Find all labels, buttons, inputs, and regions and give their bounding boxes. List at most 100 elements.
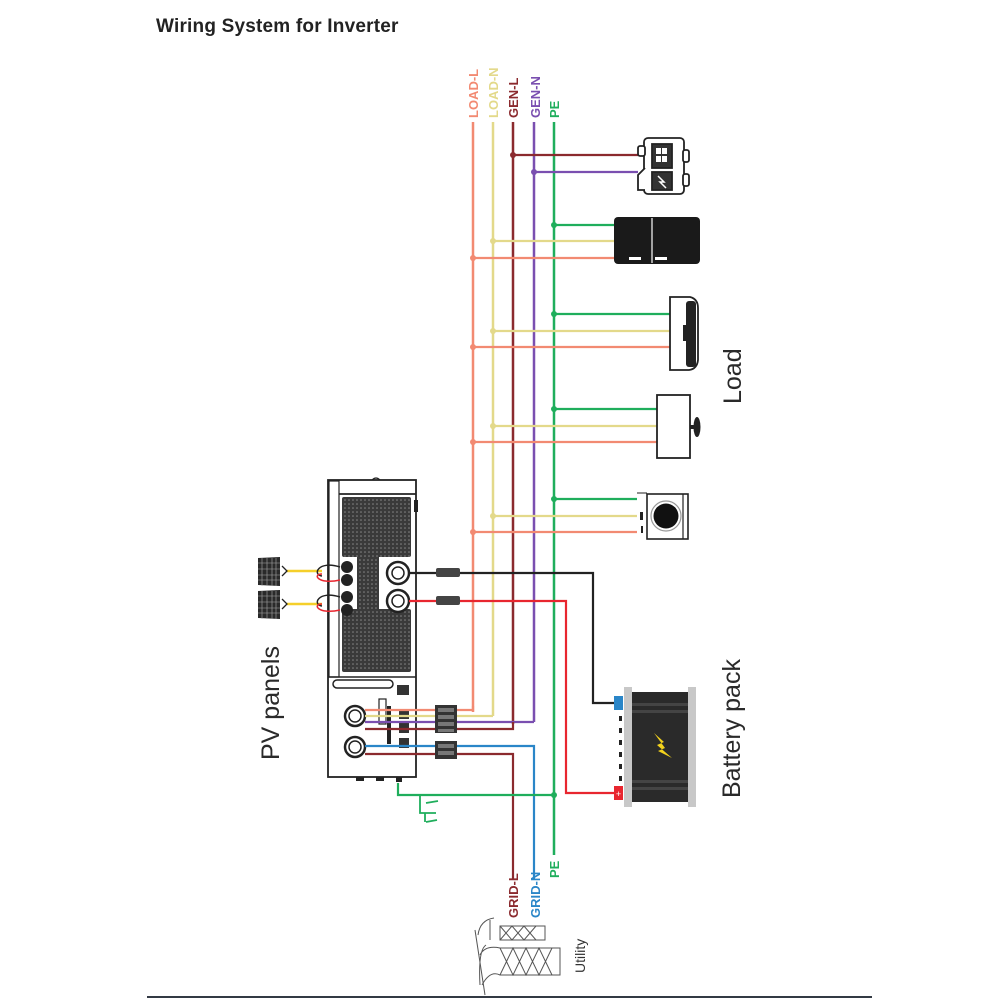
- vent-hole: [344, 647, 346, 649]
- vent-hole: [371, 579, 373, 581]
- vent-hole: [348, 535, 350, 537]
- vent-hole: [388, 655, 390, 657]
- vent-hole: [404, 547, 406, 549]
- vent-hole: [356, 503, 358, 505]
- vent-hole: [384, 555, 386, 557]
- vent-hole: [344, 619, 346, 621]
- pv-connector: [341, 604, 353, 616]
- vent-hole: [364, 543, 366, 545]
- vent-hole: [375, 563, 377, 565]
- vent-hole: [372, 651, 374, 653]
- washing-machine-icon: [637, 492, 689, 540]
- battery-pos-symbol: +: [616, 789, 621, 799]
- vent-hole: [352, 639, 354, 641]
- vent-hole: [360, 523, 362, 525]
- vent-hole: [348, 639, 350, 641]
- vent-hole: [371, 571, 373, 573]
- vent-hole: [360, 639, 362, 641]
- vent-hole: [371, 607, 373, 609]
- vent-hole: [356, 663, 358, 665]
- breaker-grid: [435, 741, 457, 759]
- vent-hole: [344, 503, 346, 505]
- vent-hole: [344, 631, 346, 633]
- vent-hole: [404, 519, 406, 521]
- vent-hole: [388, 535, 390, 537]
- vent-hole: [380, 651, 382, 653]
- vent-hole: [396, 635, 398, 637]
- vent-hole: [344, 667, 346, 669]
- vent-hole: [376, 555, 378, 557]
- vent-hole: [359, 575, 361, 577]
- label-grid-l: GRID-L: [506, 873, 521, 918]
- vent-hole: [375, 603, 377, 605]
- vent-hole: [392, 555, 394, 557]
- vent-hole: [400, 547, 402, 549]
- vent-hole: [396, 547, 398, 549]
- vent-hole: [372, 519, 374, 521]
- vent-hole: [372, 643, 374, 645]
- vent-hole: [384, 643, 386, 645]
- vent-hole: [396, 659, 398, 661]
- vent-hole: [376, 547, 378, 549]
- vent-hole: [392, 507, 394, 509]
- vent-hole: [380, 555, 382, 557]
- vent-hole: [400, 627, 402, 629]
- vent-hole: [384, 539, 386, 541]
- vent-hole: [348, 647, 350, 649]
- vent-hole: [356, 639, 358, 641]
- vent-hole: [372, 535, 374, 537]
- vent-hole: [363, 579, 365, 581]
- battery-fuse: [436, 568, 460, 605]
- vent-hole: [380, 627, 382, 629]
- vent-hole: [380, 647, 382, 649]
- vent-hole: [408, 555, 410, 557]
- junction-dot: [551, 496, 557, 502]
- vent-hole: [356, 623, 358, 625]
- vent-hole: [380, 667, 382, 669]
- vent-hole: [388, 519, 390, 521]
- vent-hole: [380, 499, 382, 501]
- ground-icon: [419, 795, 439, 823]
- vent-hole: [376, 523, 378, 525]
- vent-hole: [344, 627, 346, 629]
- vent-hole: [375, 559, 377, 561]
- vent-hole: [400, 527, 402, 529]
- vent-hole: [384, 651, 386, 653]
- vent-hole: [400, 507, 402, 509]
- vent-hole: [384, 639, 386, 641]
- junction-dot: [551, 311, 557, 317]
- label-load-l: LOAD-L: [466, 69, 481, 118]
- pv-connector: [341, 591, 353, 603]
- vent-hole: [396, 651, 398, 653]
- vent-hole: [375, 595, 377, 597]
- vent-hole: [392, 531, 394, 533]
- vent-hole: [388, 615, 390, 617]
- vent-hole: [367, 575, 369, 577]
- vent-hole: [371, 599, 373, 601]
- vent-hole: [360, 615, 362, 617]
- vent-hole: [404, 535, 406, 537]
- vent-hole: [360, 623, 362, 625]
- vent-hole: [404, 507, 406, 509]
- vent-hole: [380, 515, 382, 517]
- vent-hole: [388, 511, 390, 513]
- vent-hole: [368, 663, 370, 665]
- vent-hole: [363, 575, 365, 577]
- vent-hole: [404, 659, 406, 661]
- vent-hole: [396, 663, 398, 665]
- battery-pack-icon: +: [614, 687, 696, 807]
- vent-hole: [364, 531, 366, 533]
- vent-hole: [360, 611, 362, 613]
- vent-hole: [359, 607, 361, 609]
- vent-hole: [388, 527, 390, 529]
- vent-hole: [384, 543, 386, 545]
- vent-hole: [352, 651, 354, 653]
- vent-hole: [352, 547, 354, 549]
- vent-hole: [392, 515, 394, 517]
- vent-hole: [364, 539, 366, 541]
- vent-hole: [375, 575, 377, 577]
- vent-hole: [360, 547, 362, 549]
- vent-hole: [380, 635, 382, 637]
- vent-hole: [400, 523, 402, 525]
